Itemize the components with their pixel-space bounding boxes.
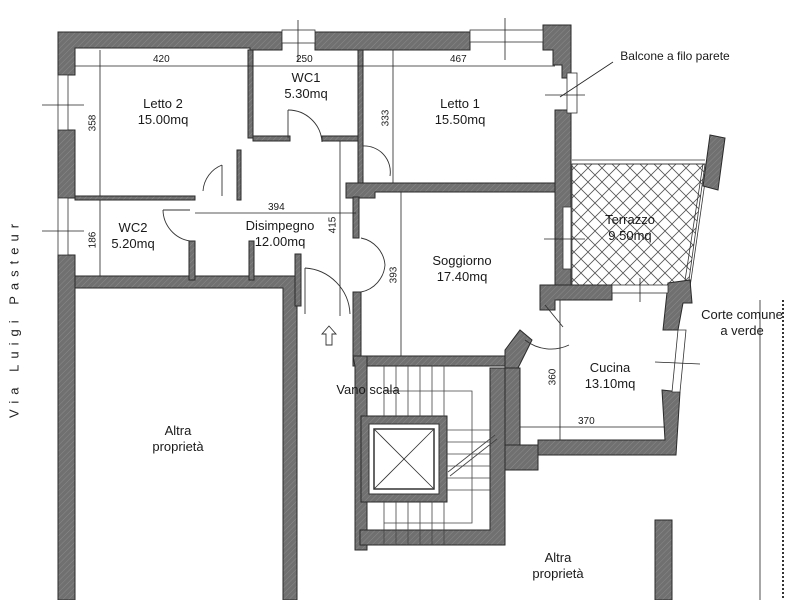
dim-letto2-width: 420 bbox=[153, 54, 170, 65]
stair-label: Vano scala bbox=[336, 382, 400, 397]
dim-letto1-width: 467 bbox=[450, 54, 467, 65]
dim-cucina-depth: 360 bbox=[547, 368, 559, 386]
dim-disimpegno-width: 394 bbox=[268, 202, 285, 213]
dim-letto1-depth: 333 bbox=[380, 109, 392, 127]
dim-disimpegno-depth: 415 bbox=[327, 216, 339, 234]
dimension-lines bbox=[75, 50, 665, 440]
dim-letto2-depth: 358 bbox=[87, 114, 99, 132]
dim-soggiorno-depth: 393 bbox=[388, 266, 400, 284]
balcony-annotation: Balcone a filo parete bbox=[620, 49, 730, 63]
entrance-arrow-icon bbox=[321, 325, 337, 346]
dim-cucina-width: 370 bbox=[578, 416, 595, 427]
street-label: Via Luigi Pasteur bbox=[6, 217, 22, 419]
window-markers bbox=[42, 18, 761, 600]
dim-wc1-width: 250 bbox=[296, 54, 313, 65]
elevator bbox=[360, 415, 448, 503]
dim-wc2-depth: 186 bbox=[87, 231, 99, 249]
doors bbox=[162, 109, 570, 350]
staircase bbox=[383, 366, 498, 545]
